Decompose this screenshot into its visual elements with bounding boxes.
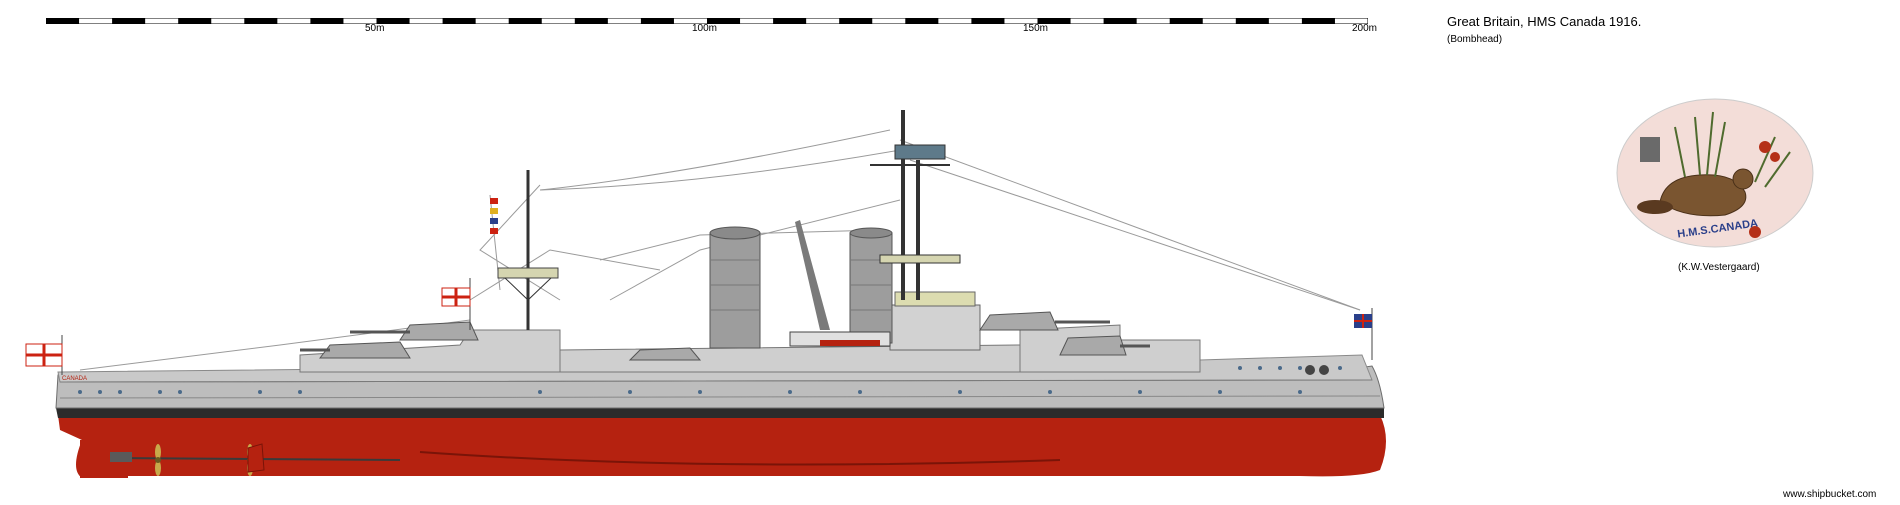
turret-aft-2 xyxy=(399,321,479,341)
beaver-icon xyxy=(1637,168,1754,217)
scale-segment xyxy=(442,18,476,24)
anchor-hawse xyxy=(1319,365,1329,375)
bilge-keel xyxy=(419,451,1061,466)
reed-plants xyxy=(1674,111,1791,188)
shaft-bracket xyxy=(110,452,132,462)
funnel-fwd xyxy=(849,232,893,344)
scale-segment xyxy=(574,18,608,24)
scale-segment xyxy=(310,18,344,24)
scale-segment xyxy=(1235,18,1269,24)
crest-credit: (K.W.Vestergaard) xyxy=(1678,262,1760,273)
turret-fwd-2 xyxy=(1059,335,1127,356)
fore-top-platform xyxy=(879,254,961,264)
hull-name: CANADA xyxy=(62,376,88,382)
rigging-wires xyxy=(79,129,1361,371)
turret-aft-1 xyxy=(318,341,411,359)
boat-crane xyxy=(795,220,830,330)
bridge-block xyxy=(889,304,981,351)
jack-flag xyxy=(1354,308,1373,360)
scale-segment xyxy=(244,18,278,24)
deck-line xyxy=(59,379,1373,383)
scale-label-200m: 200m xyxy=(1352,23,1378,34)
signal-flags xyxy=(490,198,498,234)
scale-segment xyxy=(707,18,741,24)
scale-segment xyxy=(1103,18,1137,24)
scale-segment xyxy=(46,18,80,24)
scale-segment xyxy=(112,18,146,24)
site-watermark: www.shipbucket.com xyxy=(1783,489,1877,500)
rudder xyxy=(247,443,265,473)
scale-label-100m: 100m xyxy=(692,23,718,34)
scale-segment xyxy=(1037,18,1071,24)
lower-hull-red xyxy=(58,415,1386,478)
page-title: Great Britain, HMS Canada 1916. xyxy=(1447,14,1642,29)
boot-topping xyxy=(56,408,1384,418)
turret-fwd-1 xyxy=(979,311,1059,331)
maple-leaf-icon xyxy=(1749,141,1780,238)
scale-segment xyxy=(971,18,1005,24)
bridge-top xyxy=(894,291,976,307)
aft-top xyxy=(497,267,559,279)
propeller-icon xyxy=(155,444,161,476)
anchor-hawse xyxy=(1305,365,1315,375)
scale-segment xyxy=(376,18,410,24)
funnel-aft xyxy=(709,232,761,349)
scale-segment xyxy=(1301,18,1335,24)
ship-crest: H.M.S.CANADA xyxy=(1615,97,1815,249)
scale-label-150m: 150m xyxy=(1023,23,1049,34)
scale-segment xyxy=(773,18,807,24)
author-credit: (Bombhead) xyxy=(1447,34,1503,45)
scale-label-50m: 50m xyxy=(365,23,385,34)
turret-mid xyxy=(628,347,702,361)
belt-line xyxy=(59,395,1381,399)
scale-segment xyxy=(839,18,873,24)
scale-segment xyxy=(178,18,212,24)
portholes xyxy=(78,366,1342,394)
stern-ensign-flag xyxy=(25,335,63,375)
scale-bar xyxy=(46,18,1368,24)
scale-segment xyxy=(508,18,542,24)
scale-segment xyxy=(905,18,939,24)
spotting-top xyxy=(894,144,946,160)
aft-ensign-flag xyxy=(441,278,471,330)
scale-segment xyxy=(1169,18,1203,24)
scale-segment xyxy=(640,18,674,24)
